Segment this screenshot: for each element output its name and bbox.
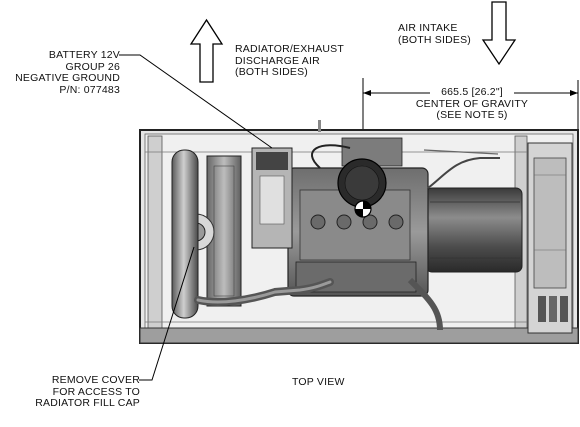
- center-of-gravity-symbol: [354, 200, 372, 218]
- remove-cover-label-line: RADIATOR FILL CAP: [35, 397, 140, 409]
- muffler: [171, 149, 199, 319]
- cg-label-line: CENTER OF GRAVITY: [415, 97, 529, 110]
- view-title: TOP VIEW: [292, 376, 345, 388]
- remove-cover-label-line: FOR ACCESS TO: [52, 385, 140, 398]
- air-intake-label-line: AIR INTAKE: [398, 22, 458, 34]
- radiator: [206, 155, 242, 307]
- air-intake-label-line: (BOTH SIDES): [398, 33, 471, 46]
- radiator-exhaust-label-line: (BOTH SIDES): [235, 66, 308, 78]
- discharge-air-arrow: [189, 18, 224, 83]
- battery-leader: [119, 54, 273, 149]
- cg-dimension-value: 665.5 [26.2"]: [439, 86, 505, 99]
- battery-label-line: NEGATIVE GROUND: [15, 72, 120, 84]
- battery-label-line: BATTERY 12V: [48, 49, 120, 61]
- battery-label-line: P/N: 077483: [59, 83, 120, 96]
- center-of-gravity-label: 665.5 [26.2"] CENTER OF GRAVITY (SEE NOT…: [392, 86, 552, 122]
- air-intake-arrow: [481, 1, 517, 66]
- remove-cover-label: REMOVE COVER FOR ACCESS TO RADIATOR FILL…: [0, 374, 140, 410]
- battery-label: BATTERY 12V GROUP 26 NEGATIVE GROUND P/N…: [0, 49, 120, 96]
- remove-cover-leader: [139, 246, 195, 381]
- remove-cover-label-line: REMOVE COVER: [51, 374, 140, 386]
- cg-label-line: (SEE NOTE 5): [436, 109, 508, 121]
- radiator-exhaust-label-line: RADIATOR/EXHAUST: [235, 43, 344, 55]
- cg-arrow-right: [570, 90, 578, 96]
- radiator-exhaust-label: RADIATOR/EXHAUST DISCHARGE AIR (BOTH SID…: [235, 43, 344, 79]
- control-panel: [527, 142, 573, 334]
- radiator-exhaust-label-line: DISCHARGE AIR: [235, 54, 320, 67]
- battery: [251, 147, 293, 249]
- alternator: [425, 187, 523, 273]
- air-intake-label: AIR INTAKE (BOTH SIDES): [398, 22, 471, 46]
- battery-label-line: GROUP 26: [65, 60, 120, 73]
- cg-arrow-left: [363, 90, 371, 96]
